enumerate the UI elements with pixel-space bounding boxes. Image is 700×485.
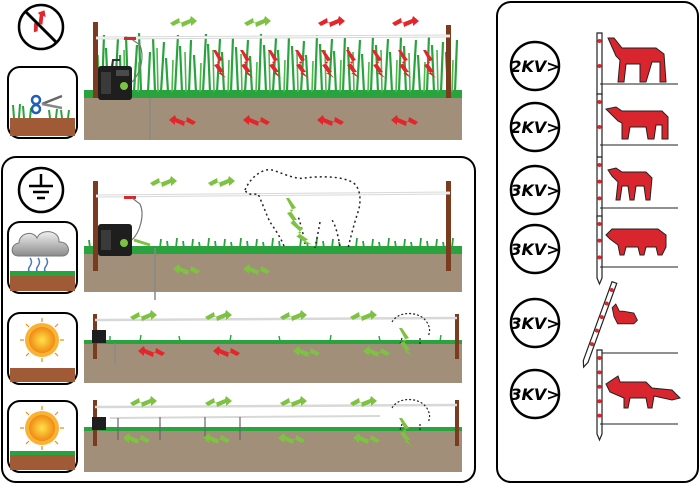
voltage-label: 3KV> (510, 314, 559, 333)
current-flow-ok (170, 16, 271, 27)
scene-dry-sun-2 (84, 396, 462, 472)
fence-post (596, 215, 603, 286)
scene-dry-sun-1 (84, 310, 462, 383)
voltage-row-horse: 2KV> (509, 32, 678, 103)
rain-cloud-icon (7, 221, 78, 294)
horse-silhouette (607, 37, 667, 83)
voltage-label: 3KV> (510, 181, 559, 200)
voltage-badge (509, 101, 561, 153)
earth-ground-icon (17, 166, 65, 214)
voltage-row-sheep: 3KV> (509, 156, 678, 227)
scene-grounded-rain (84, 169, 462, 300)
voltage-row-rabbit: 3KV> (509, 280, 678, 369)
fence-post (93, 22, 98, 98)
sun-dry-icon (7, 400, 78, 473)
fence-post (596, 156, 603, 227)
voltage-row-pig: 3KV> (509, 215, 678, 286)
panel-grounded-frame (1, 156, 476, 483)
rabbit-silhouette (611, 303, 638, 325)
voltage-badge (509, 40, 561, 92)
voltage-label: 2KV> (510, 118, 559, 137)
voltage-badge (509, 223, 561, 275)
horse-outline (244, 169, 361, 249)
energizer-box (98, 197, 143, 256)
no-earth-crossed-icon (17, 3, 65, 51)
voltage-label: 3KV> (510, 240, 559, 259)
sheep-silhouette (607, 167, 653, 201)
fox-silhouette (605, 375, 681, 409)
voltage-row-fox: 3KV> (509, 349, 681, 442)
voltage-label: 2KV> (510, 57, 559, 76)
voltage-badge (509, 297, 561, 349)
voltage-label: 3KV> (510, 385, 559, 404)
panel-no-grounding (7, 3, 462, 140)
cow-silhouette (604, 106, 669, 140)
voltage-row-cow: 2KV> (509, 93, 678, 164)
fence-post (446, 25, 451, 98)
pig-silhouette (605, 228, 667, 256)
fence-post (596, 349, 603, 442)
voltage-badge (509, 368, 561, 420)
energizer-box (98, 37, 143, 100)
voltage-badge (509, 164, 561, 216)
scissors-grass-icon (7, 66, 78, 139)
voltage-guide-panel (496, 1, 699, 483)
sun-dry-icon (7, 312, 78, 385)
